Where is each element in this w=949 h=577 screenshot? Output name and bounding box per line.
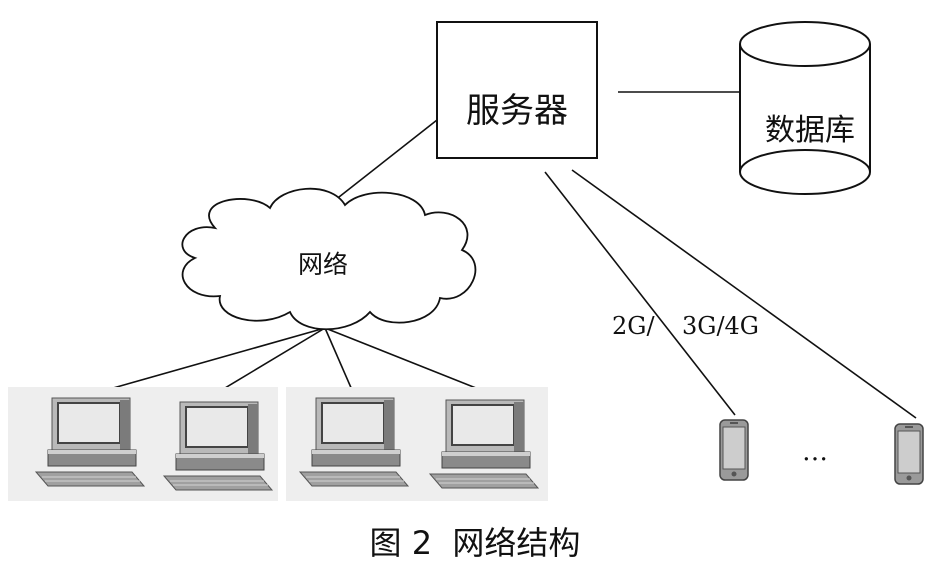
- network-pc1-link: [91, 327, 326, 395]
- server-label: 服务器: [466, 91, 568, 131]
- wireless-label-2g: 2G/: [612, 312, 655, 340]
- computer-icon: [299, 397, 409, 487]
- wireless-label-3g4g: 3G/4G: [682, 312, 759, 340]
- figure-caption: 图 2 网络结构: [370, 524, 581, 562]
- computer-icon: [163, 401, 273, 491]
- computer-icon: [35, 397, 145, 487]
- server-network-link: [324, 119, 438, 209]
- connection-lines: [91, 91, 917, 419]
- mobile-phone-icon: [894, 423, 924, 485]
- wireless-link-right: [571, 169, 917, 419]
- network-pc4-link: [324, 327, 487, 393]
- mobile-phone-icon: [719, 419, 749, 481]
- database-label: 数据库: [765, 113, 855, 148]
- network-pc2-link: [214, 327, 326, 395]
- database-cylinder: [739, 21, 871, 195]
- network-cloud: [181, 187, 477, 331]
- ellipsis-label: …: [802, 437, 828, 467]
- computer-icon: [429, 399, 539, 489]
- server-box: [436, 21, 598, 159]
- wireless-link-left: [544, 171, 736, 416]
- network-label: 网络: [298, 250, 348, 279]
- network-pc3-link: [324, 327, 353, 391]
